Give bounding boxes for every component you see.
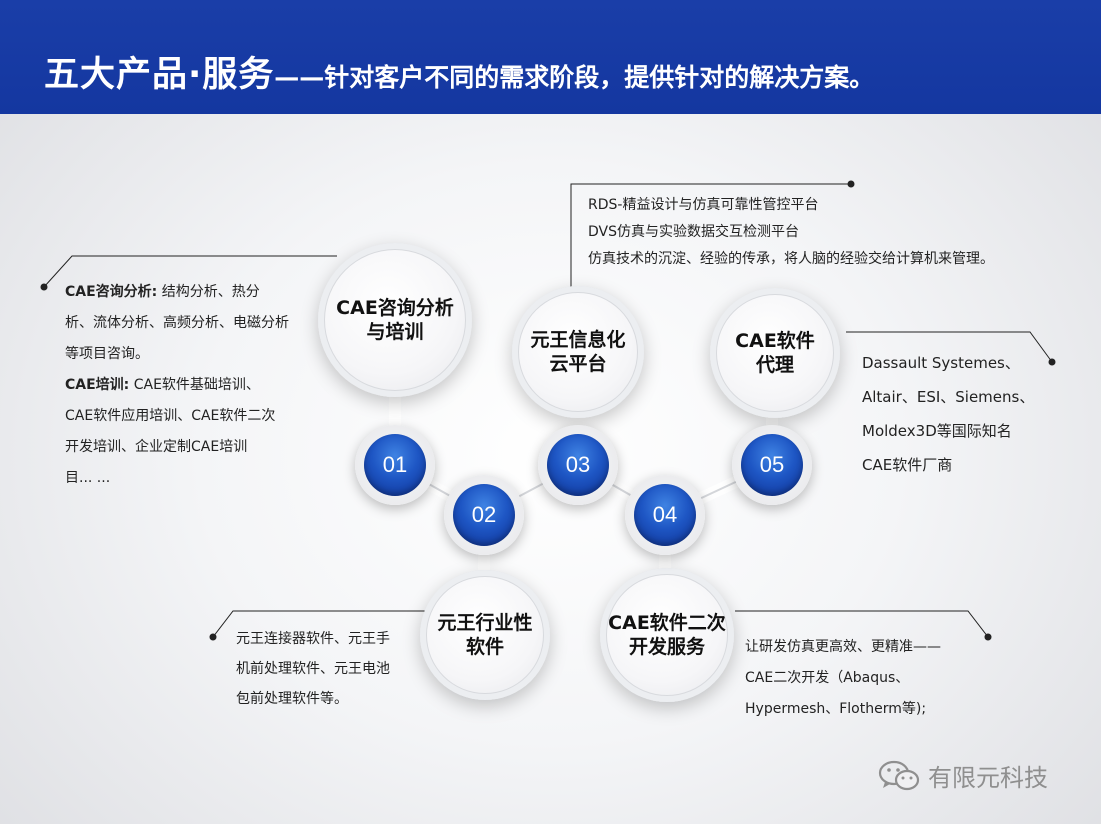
node-01-circle: CAE咨询分析 与培训 [318,243,472,397]
node-05-label: CAE软件 代理 [735,330,815,376]
callout-dot-05 [1048,358,1056,366]
node-04-badge: 04 [625,475,705,555]
desc-01-heading-training: CAE培训: [65,377,130,393]
description-02: 元王连接器软件、元王手 机前处理软件、元王电池 包前处理软件等。 [236,631,390,707]
node-02-circle: 元王行业性 软件 [420,570,550,700]
watermark: 有限元科技 [878,758,1048,793]
title-main: 五大产品·服务 [44,55,275,95]
node-02-label: 元王行业性 软件 [437,612,533,658]
node-03-label: 元王信息化 云平台 [530,329,626,375]
callout-dot-03 [847,180,855,188]
description-01: CAE咨询分析: 结构分析、热分 析、流体分析、高频分析、电磁分析 等项目咨询。… [65,284,289,486]
node-03-number: 03 [547,434,609,496]
description-03: RDS-精益设计与仿真可靠性管控平台 DVS仿真与实验数据交互检测平台 仿真技术… [588,197,994,267]
node-05-number: 05 [741,434,803,496]
callout-line-03 [570,183,851,287]
wechat-icon [878,760,920,790]
node-05-badge: 05 [732,425,812,505]
node-04-label: CAE软件二次 开发服务 [608,612,726,658]
node-04-circle: CAE软件二次 开发服务 [600,568,734,702]
node-01-badge: 01 [355,425,435,505]
node-03-badge: 03 [538,425,618,505]
callout-line-01 [43,255,337,288]
watermark-text: 有限元科技 [928,764,1048,792]
callout-line-05 [846,331,1053,363]
description-05: Dassault Systemes、 Altair、ESI、Siemens、 M… [862,354,1035,474]
node-02-badge: 02 [444,475,524,555]
node-03-circle: 元王信息化 云平台 [512,286,644,418]
callout-dot-04 [984,633,992,641]
node-05-circle: CAE软件 代理 [710,288,840,418]
callout-dot-01 [40,283,48,291]
callout-line-02 [212,610,440,638]
description-04: 让研发仿真更高效、更精准—— CAE二次开发（Abaqus、 Hypermesh… [745,639,941,717]
callout-dot-02 [209,633,217,641]
header-bar: 五大产品·服务——针对客户不同的需求阶段，提供针对的解决方案。 [0,0,1101,114]
title-subtitle: ——针对客户不同的需求阶段，提供针对的解决方案。 [274,63,875,92]
node-01-number: 01 [364,434,426,496]
desc-01-heading-consult: CAE咨询分析: [65,284,158,300]
node-02-number: 02 [453,484,515,546]
callout-line-04 [735,610,989,638]
node-04-number: 04 [634,484,696,546]
page-title: 五大产品·服务——针对客户不同的需求阶段，提供针对的解决方案。 [44,46,874,97]
node-01-label: CAE咨询分析 与培训 [336,297,454,343]
